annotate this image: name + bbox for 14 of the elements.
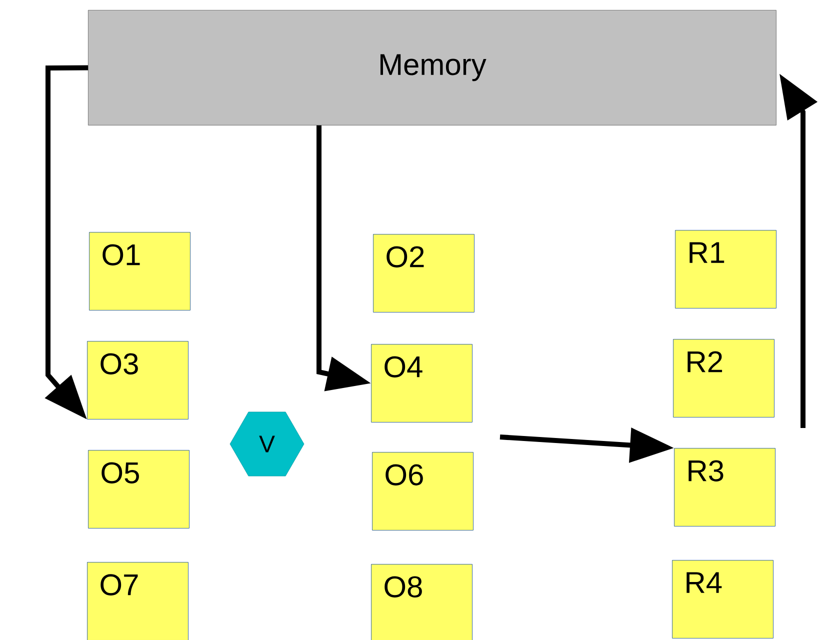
- register-box: O5: [88, 450, 190, 528]
- register-box: O6: [372, 452, 474, 530]
- memory-box: Memory: [88, 10, 776, 126]
- register-box: O3: [87, 341, 188, 420]
- register-box: O1: [89, 232, 190, 310]
- register-box: O7: [87, 562, 188, 640]
- register-box: R4: [672, 560, 774, 638]
- register-box: O8: [371, 564, 472, 640]
- register-box: R1: [675, 230, 776, 308]
- register-box: O4: [371, 344, 472, 422]
- hexagon: V: [230, 412, 304, 476]
- register-box: R3: [674, 448, 776, 526]
- register-box: R2: [673, 339, 774, 418]
- register-box: O2: [373, 234, 474, 312]
